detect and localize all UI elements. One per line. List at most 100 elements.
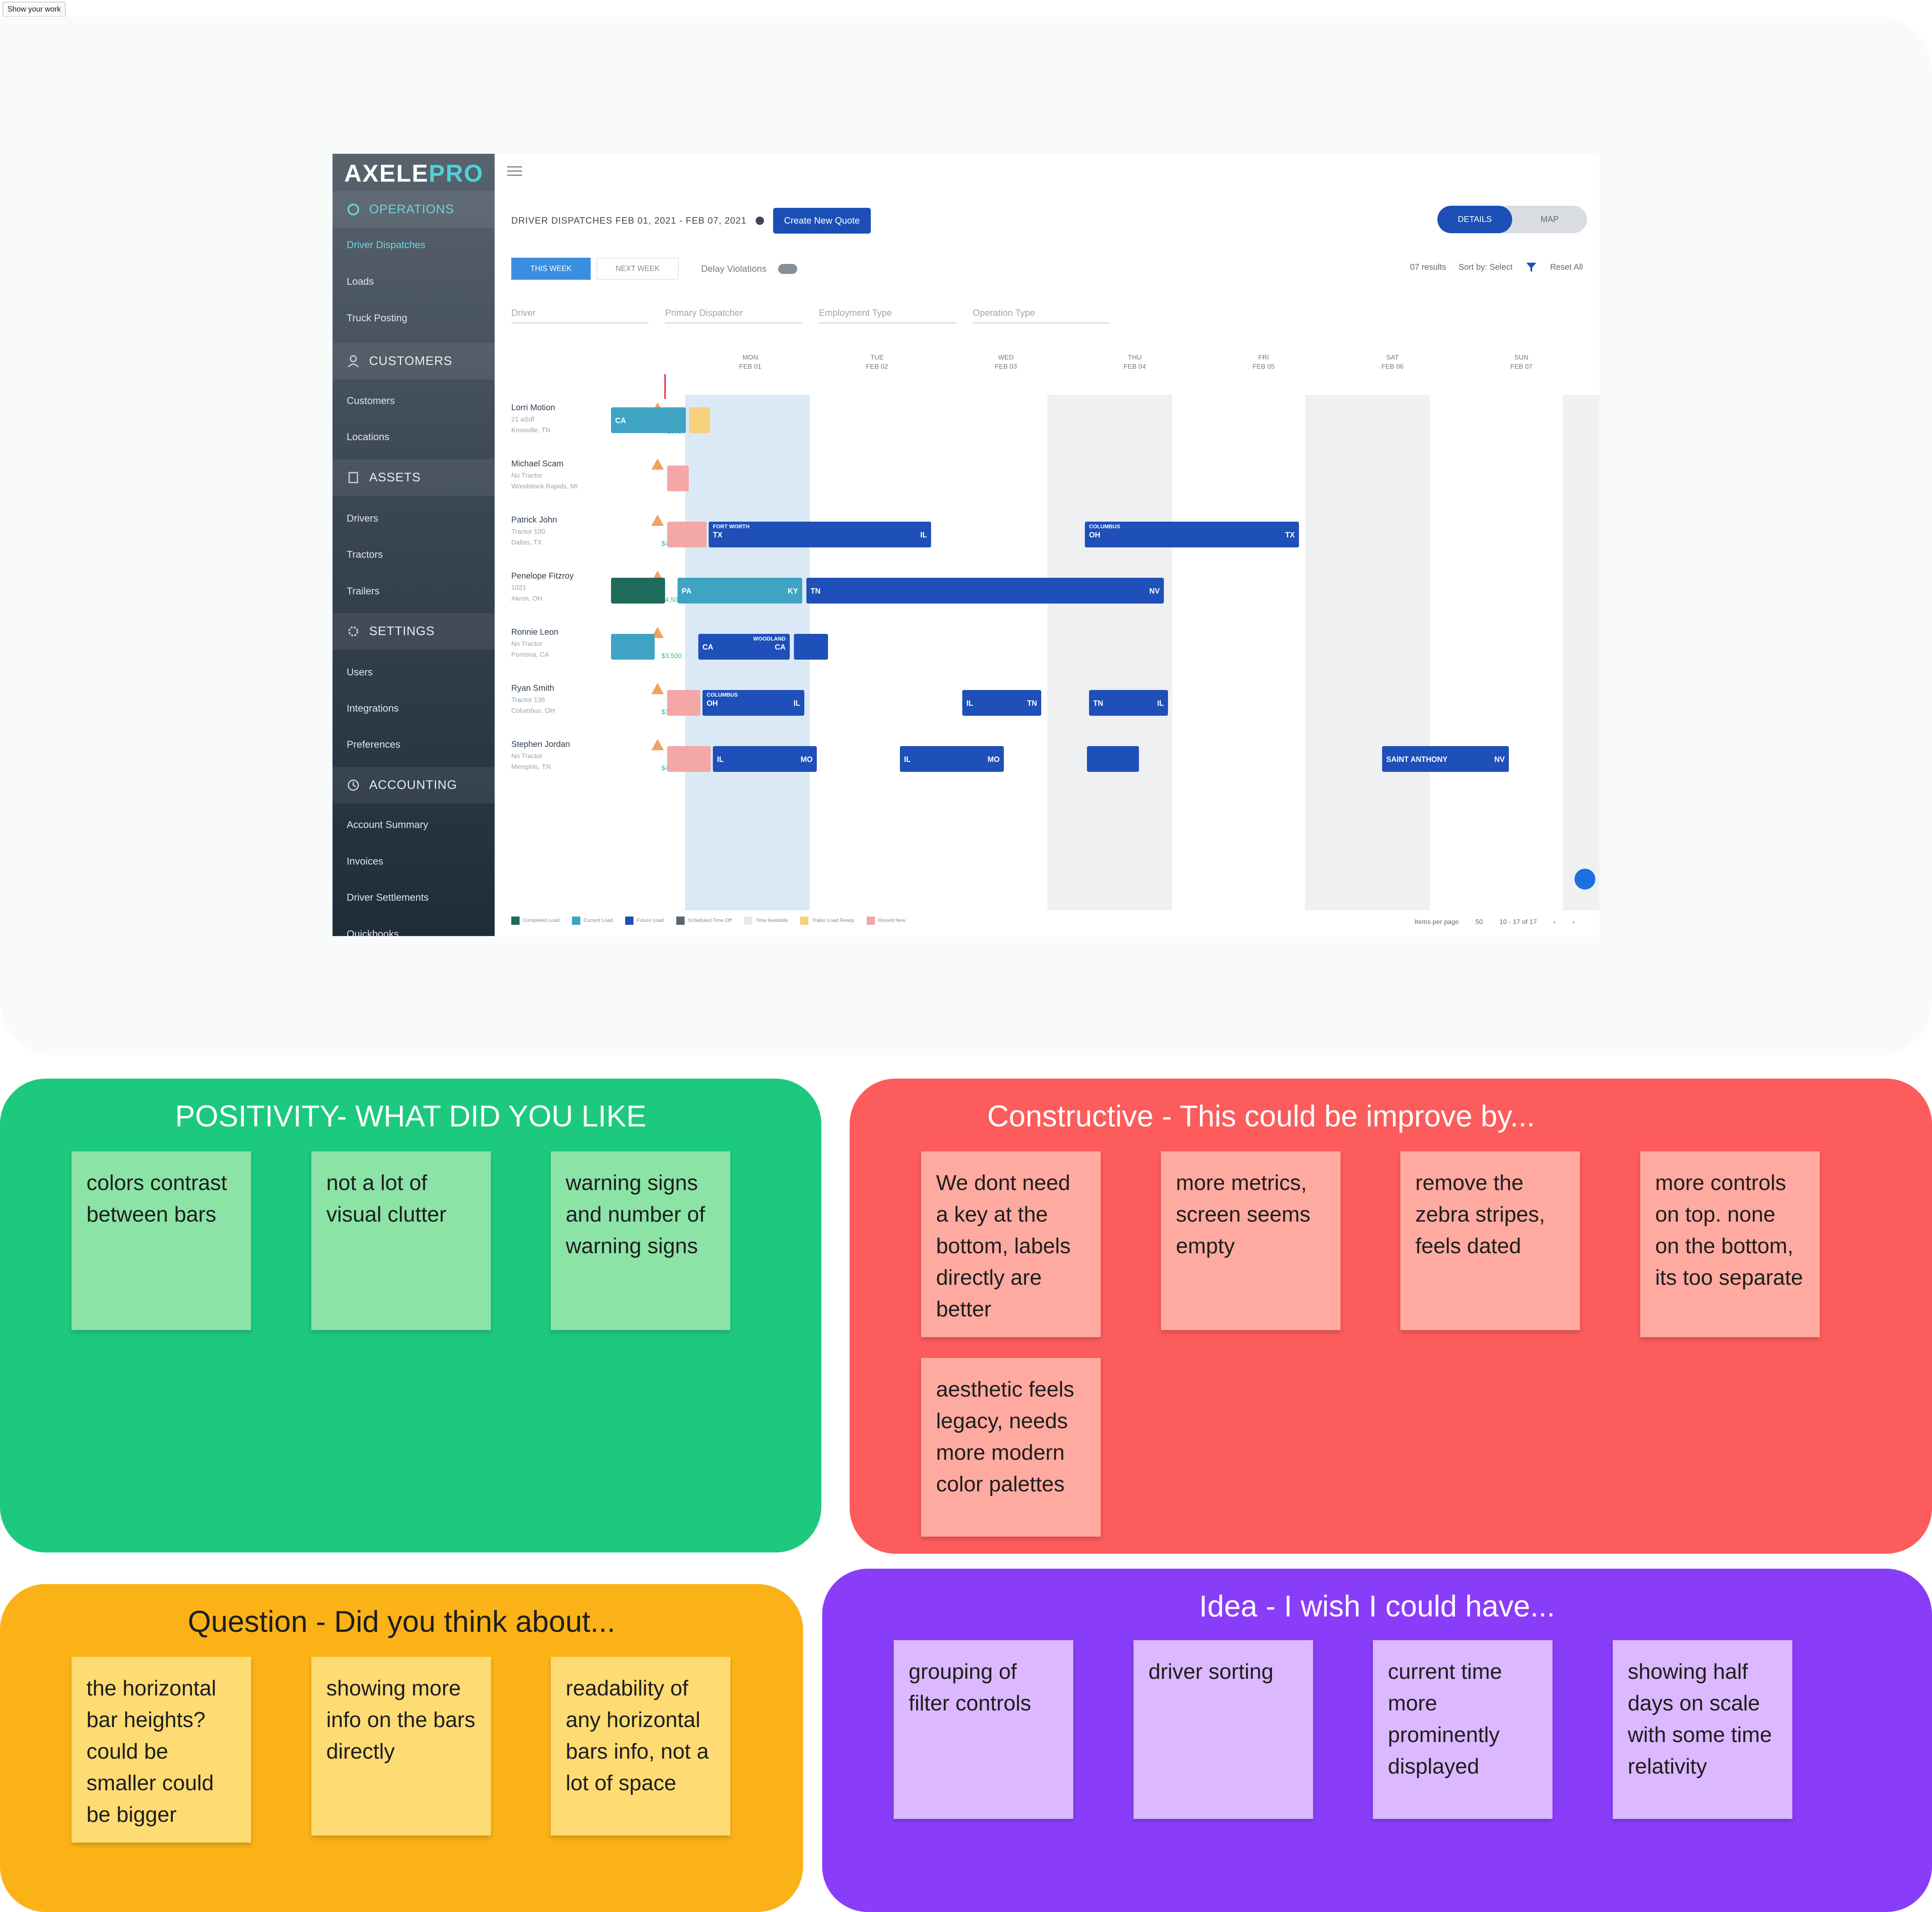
sticky-note[interactable]: showing more info on the bars directly [311,1657,491,1836]
sticky-note[interactable]: colors contrast between bars [71,1151,251,1330]
load-bar-current[interactable] [611,634,655,660]
create-new-quote-button[interactable]: Create New Quote [773,208,871,234]
load-bar-pending[interactable] [667,522,707,547]
filter-row: Driver Primary Dispatcher Employment Typ… [511,308,1110,323]
load-bar-current[interactable]: CA [611,407,686,433]
sidebar-item-locations[interactable]: Locations [333,425,495,450]
sidebar-section-customers[interactable]: CUSTOMERS [333,343,495,379]
sidebar-item-loads[interactable]: Loads [333,269,495,294]
load-bar-future[interactable] [794,634,828,660]
load-bar-ready[interactable] [689,407,710,433]
sidebar-item-drivers[interactable]: Drivers [333,506,495,531]
sidebar-item-tractors[interactable]: Tractors [333,542,495,567]
sticky-note[interactable]: aesthetic feels legacy, needs more moder… [921,1358,1101,1537]
driver-filter[interactable]: Driver [511,308,648,323]
load-bar-pending[interactable] [667,690,700,716]
app-logo[interactable]: AXELEPRO [344,160,483,187]
sticky-note[interactable]: more metrics, screen seems empty [1161,1151,1341,1330]
prev-page-icon[interactable]: ‹ [1553,919,1556,926]
employment-type-filter[interactable]: Employment Type [819,308,956,323]
sticky-note[interactable]: not a lot of visual clutter [311,1151,491,1330]
delay-violations-toggle[interactable] [778,264,798,274]
warning-icon[interactable] [651,682,665,696]
info-icon[interactable] [755,216,765,226]
load-bar-origin-state: CA [702,643,713,651]
sidebar-item-customers[interactable]: Customers [333,389,495,414]
sticky-note[interactable]: more controls on top. none on the bottom… [1640,1151,1820,1337]
driver-row[interactable]: Michael Scam No Tractor Woodstock Rapids… [511,459,682,491]
screenshot-frame: AXELEPRO OPERATIONS Driver Dispatches Lo… [0,17,1932,1056]
sticky-note[interactable]: grouping of filter controls [894,1640,1073,1819]
load-bar-completed[interactable] [611,578,665,604]
sticky-note[interactable]: driver sorting [1134,1640,1313,1819]
sidebar-section-label: CUSTOMERS [369,354,453,368]
idea-board: Idea - I wish I could have... grouping o… [822,1569,1932,1912]
sidebar-item-truck-posting[interactable]: Truck Posting [333,306,495,331]
next-page-icon[interactable]: › [1572,919,1575,926]
sidebar-item-users[interactable]: Users [333,660,495,685]
sidebar-item-driver-dispatches[interactable]: Driver Dispatches [333,233,495,258]
sticky-note[interactable]: current time more prominently displayed [1373,1640,1552,1819]
sidebar-item-quickbooks[interactable]: Quickbooks [333,922,495,936]
reset-all-link[interactable]: Reset All [1550,262,1583,272]
items-per-page-select[interactable]: 50 [1475,919,1483,926]
driver-location: Akron, OH [511,595,542,602]
sidebar-section-assets[interactable]: ASSETS [333,459,495,496]
tab-next-week[interactable]: NEXT WEEK [596,258,679,280]
load-bar-pending[interactable] [667,466,689,491]
hamburger-menu-icon[interactable] [507,165,522,177]
day-name: SUN [1514,354,1528,361]
sticky-note[interactable]: the horizontal bar heights? could be sma… [71,1657,251,1843]
sort-by-select[interactable]: Sort by: Select [1459,262,1513,272]
load-bar-pending[interactable] [667,746,711,772]
warning-icon[interactable] [651,738,665,752]
sticky-note[interactable]: showing half days on scale with some tim… [1613,1640,1792,1819]
load-bar-origin-state: PA [682,587,692,595]
zebra-stripe [1047,395,1172,910]
primary-dispatcher-filter[interactable]: Primary Dispatcher [665,308,802,323]
sidebar-item-label: Drivers [347,513,378,524]
sidebar-section-settings[interactable]: SETTINGS [333,613,495,650]
sticky-note[interactable]: We dont need a key at the bottom, labels… [921,1151,1101,1337]
sidebar-section-accounting[interactable]: ACCOUNTING [333,767,495,803]
driver-row[interactable]: Ryan Smith Tractor 136 Columbus, OH $3,9… [511,684,682,716]
driver-tractor: 21 aSdf [511,416,535,423]
sidebar-item-driver-settlements[interactable]: Driver Settlements [333,885,495,910]
driver-row[interactable]: Patrick John Tractor 100 Dallas, TX $4,8… [511,515,682,547]
operation-type-filter[interactable]: Operation Type [973,308,1110,323]
sticky-note[interactable]: remove the zebra stripes, feels dated [1400,1151,1580,1330]
sidebar-item-invoices[interactable]: Invoices [333,849,495,874]
show-your-work-button[interactable]: Show your work [2,2,66,17]
map-view-button[interactable]: MAP [1540,214,1559,224]
sidebar-item-integrations[interactable]: Integrations [333,696,495,721]
sticky-note[interactable]: warning signs and number of warning sign… [551,1151,730,1330]
sidebar-section-operations[interactable]: OPERATIONS [333,191,495,228]
driver-row[interactable]: Ronnie Leon No Tractor Pomona, CA $3,500 [511,628,682,660]
legend-item: Scheduled Time Off [676,917,732,925]
load-bar-future[interactable] [1087,746,1139,772]
warning-icon[interactable] [651,513,665,527]
driver-row[interactable]: Penelope Fitzroy 1021 Akron, OH $4,500 [511,572,682,604]
sticky-note[interactable]: readability of any horizontal bars info,… [551,1657,730,1836]
tab-this-week[interactable]: THIS WEEK [511,258,591,280]
page-range: 10 - 17 of 17 [1499,919,1537,926]
warning-icon[interactable] [651,457,665,471]
details-view-button[interactable]: DETAILS [1437,206,1512,233]
filter-icon[interactable] [1525,261,1538,273]
driver-row[interactable]: Stephen Jordan No Tractor Memphis, TN $4… [511,740,682,772]
sidebar-item-preferences[interactable]: Preferences [333,732,495,757]
sidebar-item-account-summary[interactable]: Account Summary [333,813,495,838]
sidebar-item-trailers[interactable]: Trailers [333,579,495,604]
help-button[interactable] [1575,869,1595,889]
